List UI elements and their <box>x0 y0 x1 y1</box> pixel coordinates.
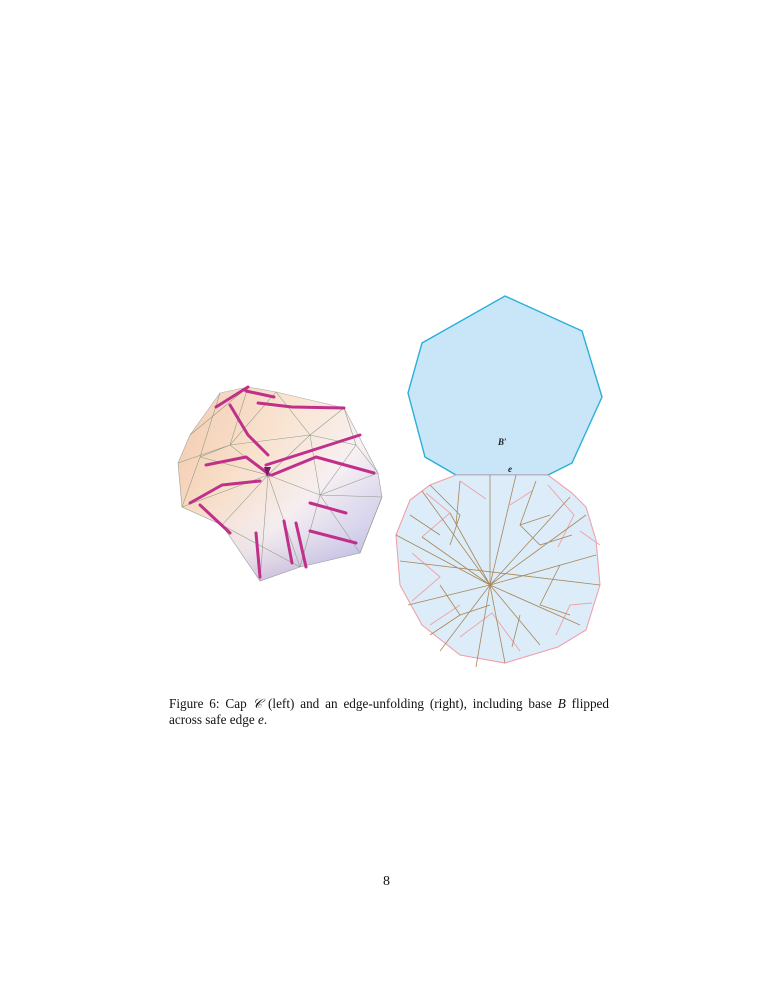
cap-shading <box>178 387 382 581</box>
base-b-prime-polygon <box>407 295 603 476</box>
base-b-prime: B′ e <box>407 295 603 476</box>
figure-caption: Figure 6: Cap 𝒞 (left) and an edge-unfol… <box>169 696 609 728</box>
page-number: 8 <box>383 874 390 889</box>
unfolding-outline <box>395 474 601 664</box>
caption-base-symbol: B <box>557 696 566 712</box>
figure-6: B′ e <box>160 285 620 680</box>
cap-cut-tree <box>188 385 376 579</box>
caption-middle-2: flipped across safe edge <box>169 696 609 728</box>
edge-unfolding <box>395 474 601 668</box>
caption-suffix: . <box>263 712 268 728</box>
figure-6-svg: B′ e <box>177 295 603 668</box>
caption-prefix: Figure 6: Cap <box>169 696 253 712</box>
caption-edge-symbol: e <box>257 712 264 728</box>
label-b-prime: B′ <box>497 437 507 447</box>
cap-polyhedron <box>177 385 383 582</box>
label-safe-edge-e: e <box>508 464 512 474</box>
caption-cap-symbol: 𝒞 <box>252 696 263 712</box>
caption-middle-1: (left) and an edge-unfolding (right), in… <box>262 696 558 712</box>
unfolding-mesh-edges <box>395 474 601 668</box>
